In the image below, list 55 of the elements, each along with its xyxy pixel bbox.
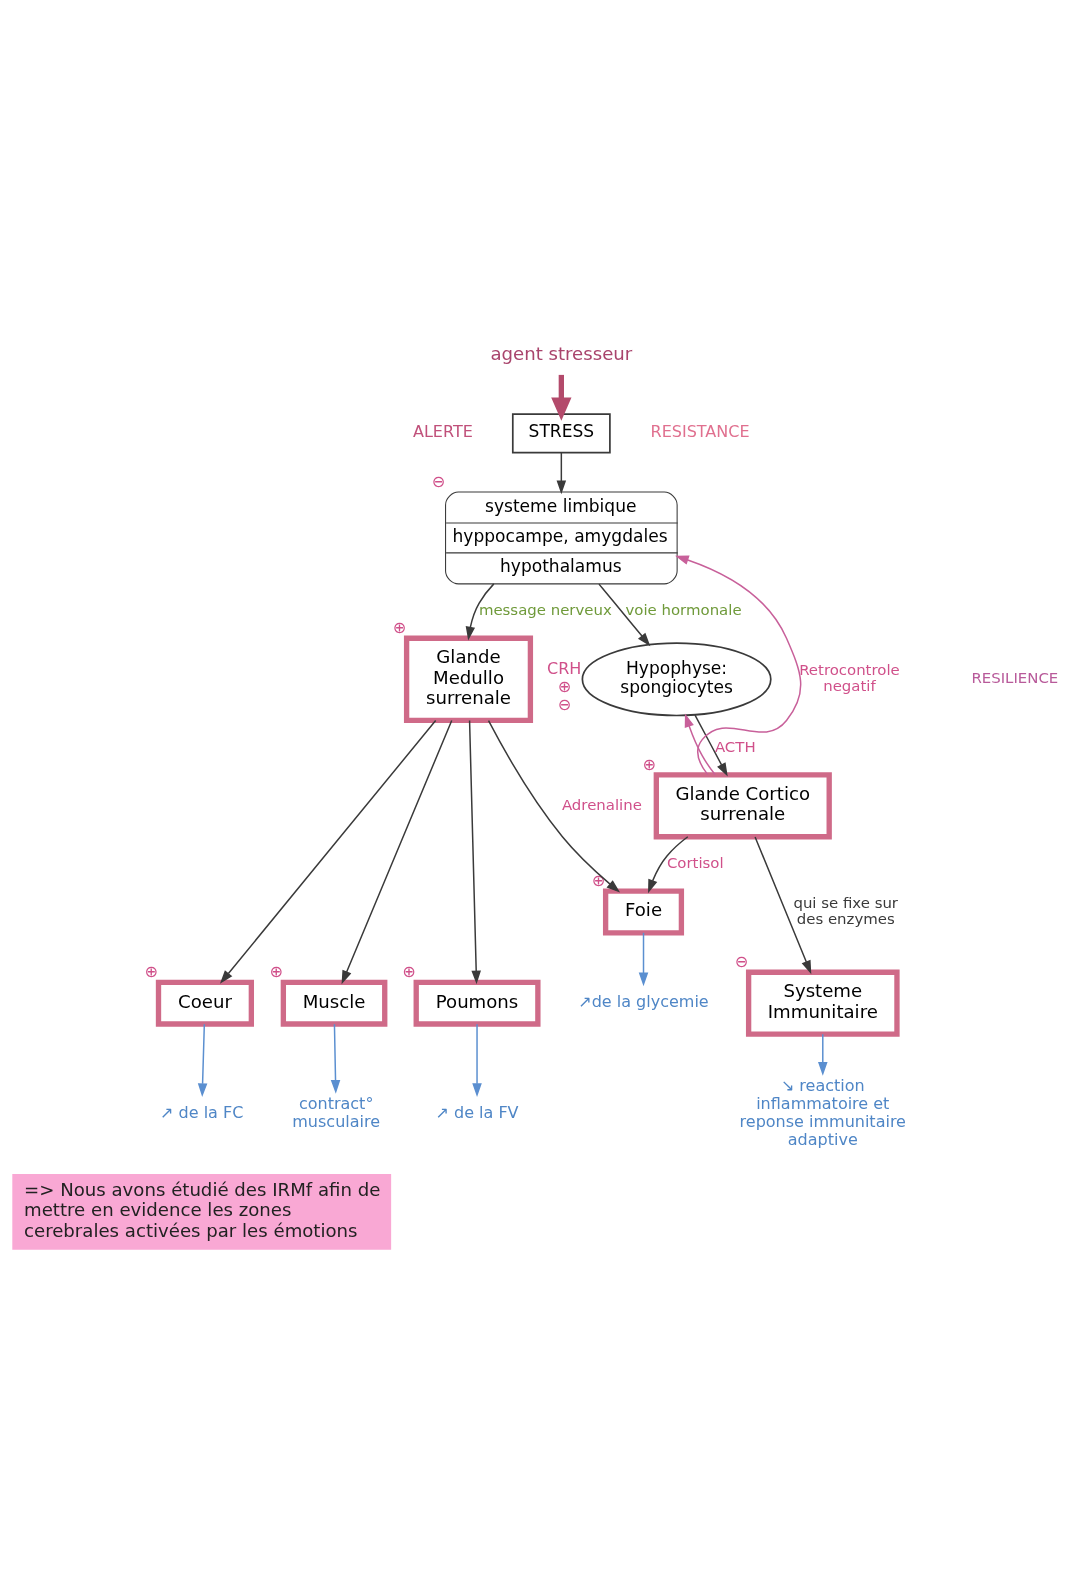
node-label: ⊕ [402, 961, 416, 981]
edge-label: Adrenaline [561, 795, 642, 814]
node-label: ⊕ [269, 961, 283, 981]
node-label: ⊕ [392, 617, 407, 637]
node-box: STRESS [511, 412, 611, 453]
arrow [598, 582, 651, 646]
node-text: ↗de la glycemie [578, 991, 709, 1011]
edge-label: Retrocontrole negatif [799, 660, 900, 695]
edge-label: ACTH [714, 737, 756, 756]
arrow [468, 719, 481, 984]
edge-label: Cortisol [666, 853, 724, 872]
node-box: Glande Medullo surrenale [403, 635, 534, 723]
node-ellipse: Hypophyse: spongiocytes [581, 641, 772, 716]
arrow [675, 555, 802, 775]
node-label: ⊖ [557, 694, 572, 714]
node-box: Coeur [155, 979, 254, 1027]
arrow [684, 713, 716, 776]
arrow [551, 374, 572, 421]
node-box: Poumons [413, 979, 541, 1027]
arrow [754, 835, 812, 974]
node-label: ⊕ [642, 754, 656, 774]
arrow [648, 835, 689, 893]
node-label: ⊕ [591, 870, 606, 890]
node-label: ⊖ [734, 951, 749, 971]
edge-label: voie hormonale [625, 600, 742, 619]
label: => Nous avons étudié des IRMf afin de mettre en evidence les zones cerebrales activées par les émotions [24, 1178, 381, 1240]
node-label: ⊕ [557, 676, 572, 696]
node-text: ↗ de la FC [160, 1102, 244, 1122]
arrow [694, 713, 728, 776]
node-box: Muscle [280, 979, 388, 1027]
label: ALERTE [412, 421, 473, 441]
arrow [330, 1023, 341, 1094]
arrow [487, 719, 621, 893]
label: RESILIENCE [971, 668, 1059, 687]
arrow [341, 719, 453, 984]
node-text: ↘ reaction inflammatoire et reponse immunitaire adaptive [739, 1075, 906, 1149]
node-label: ⊖ [431, 471, 446, 491]
node-box: Glande Cortico surrenale [653, 771, 832, 839]
node-label: CRH [547, 658, 582, 678]
edge-label: qui se fixe sur des enzymes [793, 893, 899, 928]
arrow [472, 1023, 482, 1097]
node-box: Systeme Immunitaire [745, 969, 900, 1037]
arrow [465, 582, 495, 640]
node-box: Foie [602, 888, 685, 935]
arrow [818, 1033, 828, 1076]
label: RESISTANCE [650, 421, 750, 441]
node-text: ↗ de la FV [435, 1102, 519, 1122]
arrow [638, 931, 649, 986]
node-label: ⊕ [144, 961, 159, 981]
edge-label: message nerveux [478, 600, 612, 619]
arrow [556, 451, 567, 494]
arrow [197, 1023, 208, 1097]
node-text: contract° musculaire [292, 1093, 381, 1131]
node-text: agent stresseur [490, 342, 633, 364]
arrow [219, 719, 437, 984]
